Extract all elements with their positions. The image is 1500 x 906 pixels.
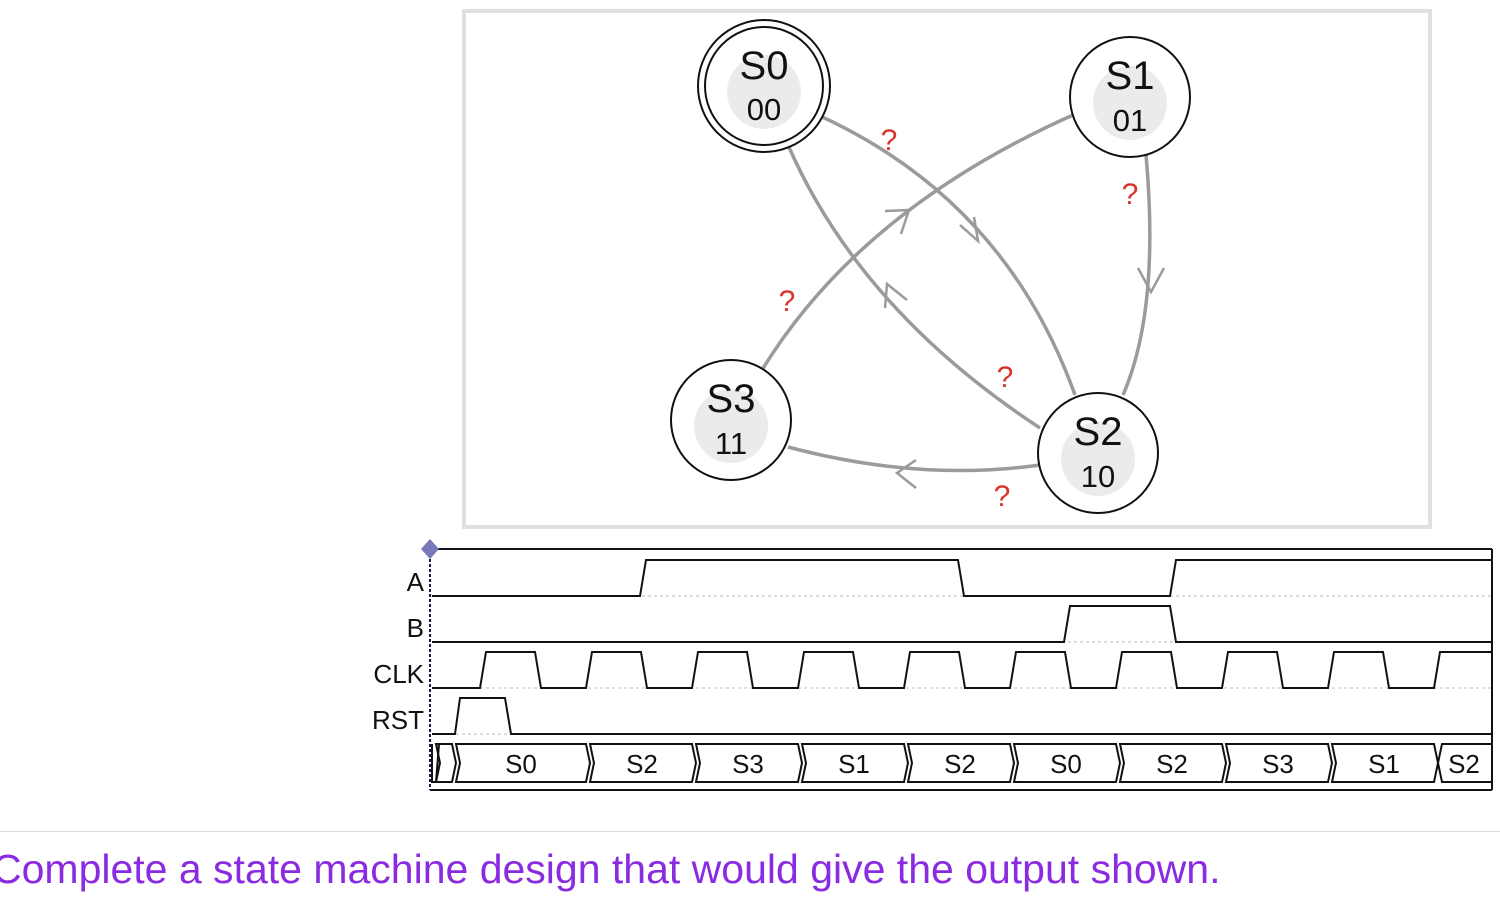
state-bus [431, 743, 1492, 783]
signal-label-rst: RST [372, 705, 424, 735]
transition-s3-to-s1 [760, 113, 1074, 371]
bus-state-10: S2 [1448, 749, 1480, 779]
transition-label-s3-to-s1: ? [779, 285, 796, 318]
transition-s1-to-s2 [1121, 154, 1152, 396]
arrow-s1-to-s2 [1136, 267, 1166, 295]
state-name: S2 [1074, 410, 1123, 454]
signal-label-a: A [407, 567, 425, 597]
wave-rst [432, 697, 1492, 735]
bus-state-7: S2 [1156, 749, 1188, 779]
state-code: 00 [747, 92, 781, 127]
state-s3: S3 11 [670, 359, 792, 481]
transition-label-s0-to-s2: ? [881, 124, 898, 157]
arrow-s0-to-s2 [959, 216, 980, 245]
transition-s2-to-s3 [787, 445, 1041, 473]
state-code: 11 [715, 426, 747, 461]
wave-clk [432, 651, 1492, 689]
arrow-s2-to-s0 [883, 281, 908, 309]
bus-state-6: S0 [1050, 749, 1082, 779]
state-s0: S0 00 [697, 19, 831, 153]
signal-label-clk: CLK [373, 659, 424, 689]
state-s1: S1 01 [1069, 36, 1191, 158]
state-s2: S2 10 [1037, 392, 1159, 514]
transition-label-s2-to-s0: ? [997, 361, 1014, 394]
transition-label-s2-to-s3: ? [994, 480, 1011, 513]
state-name: S0 [740, 44, 789, 88]
time-cursor-marker [421, 539, 439, 559]
bus-state-8: S3 [1262, 749, 1294, 779]
wave-b [432, 605, 1492, 643]
state-name: S3 [707, 377, 756, 421]
divider [0, 831, 1500, 832]
arrow-s3-to-s1 [884, 208, 911, 235]
bus-state-2: S2 [626, 749, 658, 779]
state-name: S1 [1106, 54, 1155, 98]
question-prompt: Complete a state machine design that wou… [0, 846, 1221, 892]
bus-state-9: S1 [1368, 749, 1400, 779]
arrow-s2-to-s3 [894, 458, 917, 489]
wave-a [432, 559, 1492, 597]
transition-label-s1-to-s2: ? [1122, 178, 1139, 211]
signal-label-b: B [407, 613, 424, 643]
bus-state-4: S1 [838, 749, 870, 779]
state-code: 10 [1081, 459, 1115, 494]
bus-state-1: S0 [505, 749, 537, 779]
bus-state-3: S3 [732, 749, 764, 779]
diagram-frame [462, 9, 1432, 529]
state-code: 01 [1113, 103, 1147, 138]
bus-state-5: S2 [944, 749, 976, 779]
